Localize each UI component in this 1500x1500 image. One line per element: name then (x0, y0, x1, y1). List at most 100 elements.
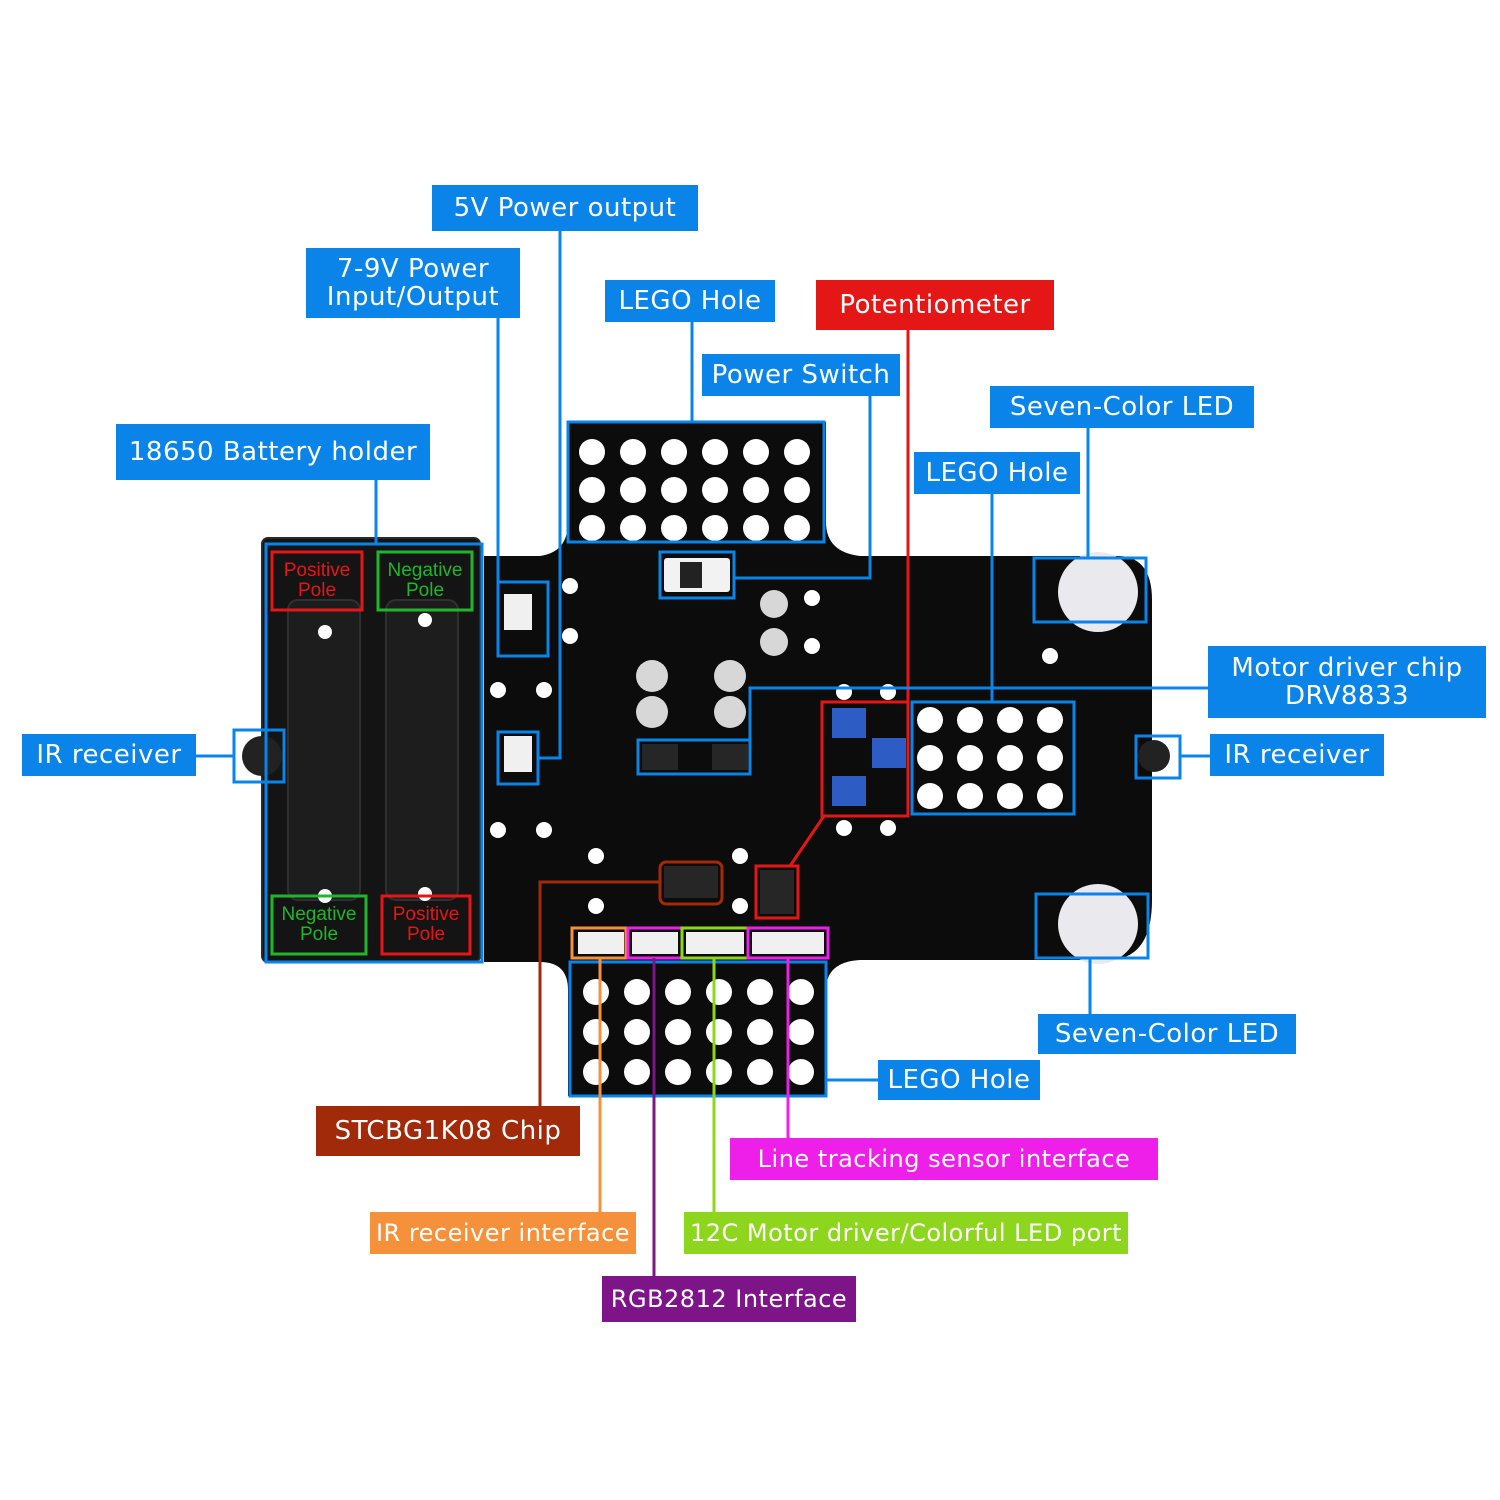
board-hole (588, 848, 604, 864)
ir-receiver-left-part (242, 736, 282, 776)
label-5v-power-output-text: 5V Power output (453, 193, 677, 223)
lego-hole (784, 477, 810, 503)
label-potentiometer-text: Potentiometer (839, 290, 1031, 320)
label-power-switch: Power Switch (702, 354, 900, 396)
lego-hole (957, 783, 983, 809)
box-negative-top (376, 550, 474, 612)
lego-hole (747, 1019, 773, 1045)
lego-hole (917, 745, 943, 771)
lego-hole (583, 1019, 609, 1045)
lego-hole (917, 707, 943, 733)
lego-hole (788, 979, 814, 1005)
stc-chip-part (664, 866, 718, 898)
label-motor-driver-chip: Motor driver chip DRV8833 (1208, 646, 1486, 718)
lego-hole (579, 515, 605, 541)
line-5v-power (538, 230, 562, 760)
board-hole (880, 820, 896, 836)
battery-holder-hole (418, 613, 432, 627)
label-rgb-interface: RGB2812 Interface (602, 1276, 856, 1322)
highlight-boxes (232, 420, 1182, 1098)
lego-hole (665, 1059, 691, 1085)
battery-holder-hole (318, 625, 332, 639)
board-hole (732, 848, 748, 864)
potentiometer-part (832, 708, 866, 738)
label-power-switch-text: Power Switch (711, 360, 891, 390)
label-battery-holder: 18650 Battery holder (116, 424, 430, 480)
label-motor-driver-line1: Motor driver chip (1231, 653, 1463, 683)
lego-hole (957, 707, 983, 733)
tag-negative-top-line1: Negative (387, 560, 463, 581)
potentiometer-part (872, 738, 906, 768)
motor-driver-chip-part (642, 744, 678, 770)
lego-hole (661, 477, 687, 503)
lego-hole (661, 439, 687, 465)
seven-color-led-bottom-part (1058, 884, 1138, 964)
board-hole (1042, 648, 1058, 664)
lego-hole (583, 1059, 609, 1085)
small-chip-part (760, 870, 794, 914)
line-stc-chip (538, 880, 660, 1106)
lego-hole (957, 745, 983, 771)
label-lego-hole-bottom: LEGO Hole (878, 1060, 1040, 1100)
capacitor (636, 660, 668, 692)
lego-hole (706, 979, 732, 1005)
board-hole (880, 684, 896, 700)
label-lego-hole-right-text: LEGO Hole (925, 458, 1069, 488)
lego-hole (784, 515, 810, 541)
label-ir-receiver-interface-text: IR receiver interface (375, 1219, 631, 1247)
lego-hole (702, 439, 728, 465)
tag-positive-pole-bottom: Positive Pole (384, 898, 468, 952)
tag-positive-pole-top: Positive Pole (274, 554, 360, 608)
label-battery-holder-text: 18650 Battery holder (128, 437, 418, 467)
line-tracking-port-part (752, 932, 824, 954)
box-led-bottom (1034, 892, 1150, 960)
label-ir-receiver-right-text: IR receiver (1224, 740, 1370, 770)
label-79v-power-line2: Input/Output (326, 282, 500, 312)
seven-color-led-top-part (1058, 552, 1138, 632)
tag-positive-bottom-line2: Pole (406, 924, 446, 945)
box-lego-bottom (568, 960, 828, 1098)
label-motor-driver-line2: DRV8833 (1284, 681, 1410, 711)
tag-positive-top-line1: Positive (283, 560, 351, 581)
lego-hole (624, 1059, 650, 1085)
lego-hole (747, 979, 773, 1005)
lego-hole-grid-top (579, 439, 810, 541)
label-seven-color-led-top-text: Seven-Color LED (1009, 392, 1235, 422)
lego-hole (620, 477, 646, 503)
label-ir-receiver-interface: IR receiver interface (370, 1212, 636, 1254)
board-hole (490, 822, 506, 838)
motor-driver-chip-part (712, 744, 748, 770)
lego-hole (743, 477, 769, 503)
label-seven-color-led-bottom: Seven-Color LED (1038, 1014, 1296, 1054)
capacitor (760, 590, 788, 618)
box-power-switch (658, 550, 736, 600)
board-hole (490, 682, 506, 698)
lego-hole (702, 515, 728, 541)
tag-negative-bottom-line2: Pole (299, 924, 339, 945)
capacitor (636, 696, 668, 728)
board-hole (836, 684, 852, 700)
lego-hole (784, 439, 810, 465)
tag-positive-top-line2: Pole (297, 580, 337, 601)
lego-hole-grid-right (917, 707, 1063, 809)
board-hole (536, 822, 552, 838)
board-hole (536, 682, 552, 698)
label-seven-color-led-top: Seven-Color LED (990, 386, 1254, 428)
board-hole (836, 820, 852, 836)
battery-cell-right (385, 599, 459, 901)
lego-hole (743, 515, 769, 541)
line-power-switch (734, 396, 872, 580)
lego-hole (624, 979, 650, 1005)
label-i2c-port-text: 12C Motor driver/Colorful LED port (689, 1219, 1123, 1247)
label-rgb-interface-text: RGB2812 Interface (610, 1285, 848, 1313)
lego-hole (743, 439, 769, 465)
board-hole (562, 628, 578, 644)
rgb-port-part (632, 932, 678, 954)
label-ir-receiver-right: IR receiver (1210, 734, 1384, 776)
label-potentiometer: Potentiometer (816, 280, 1054, 330)
box-battery-holder (264, 542, 484, 964)
board-hole (562, 578, 578, 594)
box-motor-driver (636, 738, 752, 776)
board-hole (732, 898, 748, 914)
